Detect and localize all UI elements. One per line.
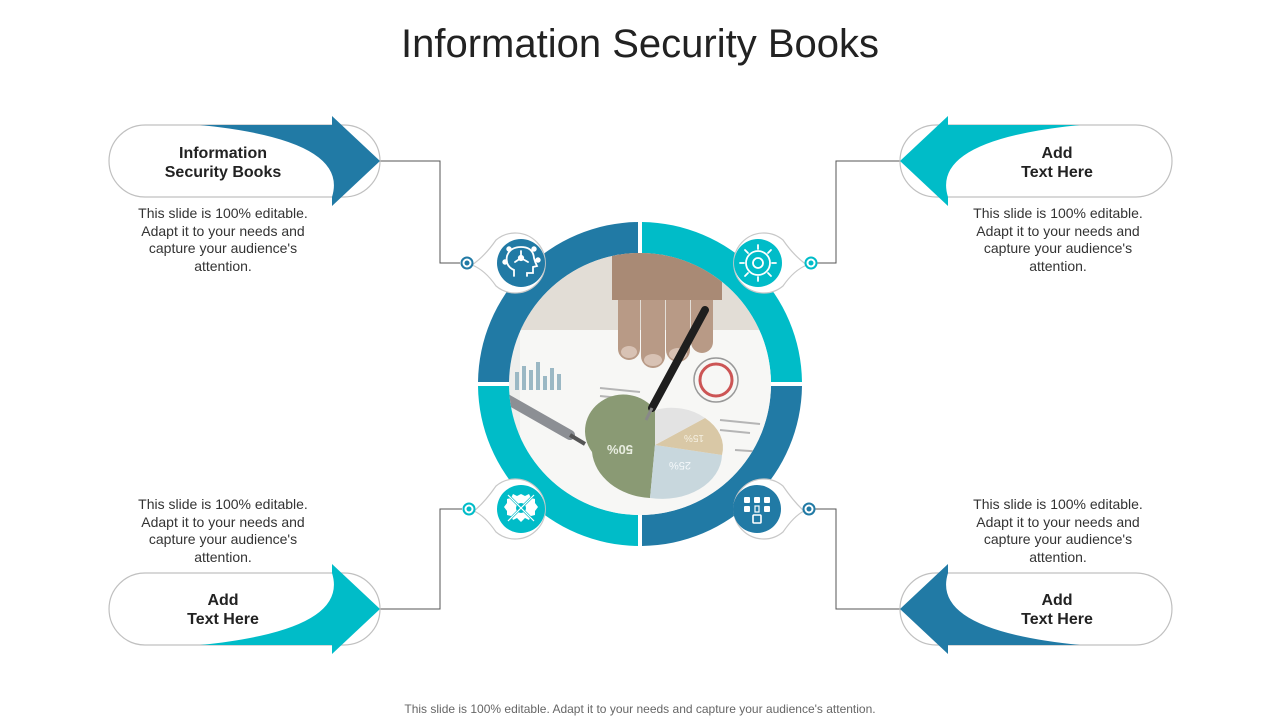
item-shape-top-right	[899, 116, 1173, 206]
item-description-bottom-right: This slide is 100% editable. Adapt it to…	[973, 496, 1143, 565]
head-network-icon	[502, 246, 541, 277]
connector-bottom-left	[380, 508, 462, 610]
item-description-top-right: This slide is 100% editable. Adapt it to…	[973, 205, 1143, 274]
ring-segment-bottom-left	[478, 386, 638, 546]
slide-title: Information Security Books	[401, 22, 879, 66]
connector-bottom-right	[815, 508, 900, 610]
item-description-bottom-left: This slide is 100% editable. Adapt it to…	[138, 496, 308, 565]
tools-gear-icon	[504, 494, 538, 522]
center-ring	[478, 222, 802, 546]
pie-label-15: 15%	[684, 432, 704, 443]
pie-label-50: 50%	[607, 442, 633, 457]
connector-lines	[380, 160, 900, 610]
photo-pie-chart	[585, 394, 723, 499]
ring-segment-top-left	[478, 222, 638, 382]
item-description-top-left: This slide is 100% editable. Adapt it to…	[138, 205, 308, 274]
slide-footer: This slide is 100% editable. Adapt it to…	[404, 702, 876, 716]
photo-hand	[612, 253, 722, 368]
gear-settings-icon	[739, 244, 777, 282]
grid-network-icon	[744, 497, 770, 524]
item-shape-bottom-right	[899, 564, 1173, 654]
pie-label-25: 25%	[669, 459, 691, 471]
ring-segment-bottom-right	[642, 386, 802, 546]
ring-segment-top-right	[642, 222, 802, 382]
connector-top-left	[380, 160, 460, 264]
connector-top-right	[817, 160, 900, 264]
item-shape-bottom-left	[108, 564, 381, 654]
item-shape-top-left	[108, 116, 381, 206]
